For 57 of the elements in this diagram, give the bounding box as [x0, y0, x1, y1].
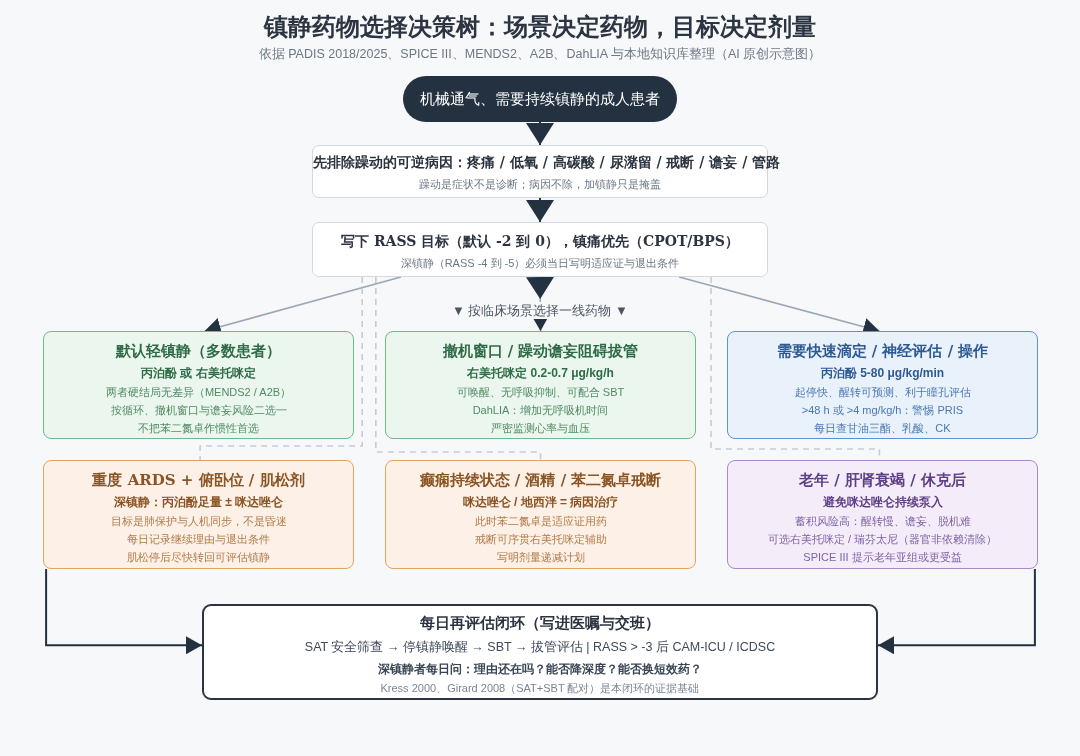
scenario-card: [727, 331, 1038, 439]
card-heading: 需要快速滴定 / 神经评估 / 操作: [776, 342, 989, 360]
start-pill: [403, 76, 677, 122]
step-note: 深镇静（RASS -4 到 -5）必须当日写明适应证与退出条件: [400, 257, 680, 269]
note-line: 按循环、撤机窗口与谵妄风险二选一: [110, 404, 287, 416]
note-line: 此时苯二氮卓是适应证用药: [474, 515, 607, 527]
subtitle: 依据 PADIS 2018/2025、SPICE III、MENDS2、A2B、DahLIA 与本地知识库整理（AI 原创示意图）: [258, 47, 822, 61]
note-line: 每日记录继续理由与退出条件: [127, 533, 270, 545]
note-line: 起停快、醒转可预测、利于瞳孔评估: [794, 386, 971, 398]
card-heading: 癫痫持续状态 / 酒精 / 苯二氮卓戒断: [419, 471, 662, 489]
card-heading: 老年 / 肝肾衰竭 / 休克后: [799, 471, 966, 489]
note-line: DahLIA：增加无呼吸机时间: [472, 404, 609, 416]
note-line: SPICE III 提示老年亚组或更受益: [803, 551, 962, 563]
arrow: [526, 276, 554, 332]
note-line: 严密监测心率与血压: [491, 422, 590, 434]
scenario-card: [727, 460, 1038, 569]
step-heading: 写下 RASS 目标（默认 -2 到 0），镇痛优先（CPOT/BPS）: [341, 233, 739, 249]
step-heading: 先排除躁动的可逆病因：疼痛 / 低氧 / 高碳酸 / 尿潴留 / 戒断 / 谵妄 / 管路: [313, 154, 781, 170]
note-line: 不把苯二氮卓作惯性首选: [138, 422, 259, 434]
note-line: 戒断可序贯右美托咪定辅助: [474, 533, 607, 545]
daily-question: 深镇静者每日问：理由还在吗？能否降深度？能否换短效药？: [378, 662, 702, 676]
arrow: [526, 197, 554, 223]
connector-line: [375, 276, 542, 461]
scenario-card: [43, 331, 354, 439]
step-note: 躁动是症状不是诊断；病因不除，加镇静只是掩盖: [419, 178, 661, 190]
step-sequence: SAT 安全筛查 → 停镇静唤醒 → SBT → 拔管评估 | RASS > -3 后 CAM-ICU / ICDSC: [304, 640, 776, 654]
loop-heading: 每日再评估闭环（写进医嘱与交班）: [420, 614, 660, 632]
drug-line: 深镇静：丙泊酚足量 ± 咪达唑仑: [113, 495, 284, 509]
note-line: 每日查甘油三酯、乳酸、CK: [814, 422, 951, 434]
scenario-card: [43, 460, 354, 569]
arrow: [45, 568, 203, 655]
scenario-card: [385, 331, 696, 439]
process-box: [312, 222, 768, 277]
arrow: [526, 121, 554, 146]
drug-line: 避免咪达唑仑持续泵入: [822, 495, 943, 509]
drug-line: 咪达唑仑 / 地西泮 = 病因治疗: [462, 495, 619, 509]
arrow: [877, 568, 1036, 655]
note-line: 可唤醒、无呼吸抑制、可配合 SBT: [456, 386, 625, 398]
note-line: 可选右美托咪定 / 瑞芬太尼（器官非依赖清除）: [767, 533, 998, 545]
note-line: 写明剂量递减计划: [496, 551, 585, 563]
card-heading: 重度 ARDS + 俯卧位 / 肌松剂: [92, 471, 305, 489]
note-line: 蓄积风险高：醒转慢、谵妄、脱机难: [794, 515, 971, 527]
note-line: 两者硬结局无差异（MENDS2 / A2B）: [105, 386, 292, 398]
loop-box: [202, 604, 878, 700]
evidence-note: Kress 2000、Girard 2008（SAT+SBT 配对）是本闭环的证据基础: [380, 682, 700, 694]
connector-line: [199, 276, 363, 461]
note-line: 肌松停后尽快转回可评估镇静: [127, 551, 270, 563]
drug-line: 丙泊酚 或 右美托咪定: [141, 366, 256, 380]
drug-line: 右美托咪定 0.2-0.7 μg/kg/h: [467, 366, 614, 380]
title: 镇静药物选择决策树：场景决定药物，目标决定剂量: [264, 12, 816, 41]
note-line: >48 h 或 >4 mg/kg/h：警惕 PRIS: [801, 404, 964, 416]
card-heading: 撤机窗口 / 躁动谵妄阻碍拔管: [442, 342, 639, 360]
note-line: 目标是肺保护与人机同步，不是昏迷: [110, 515, 287, 527]
scenario-card: [385, 460, 696, 569]
card-heading: 默认轻镇静（多数患者）: [116, 342, 281, 360]
drug-line: 丙泊酚 5-80 μg/kg/min: [820, 366, 945, 380]
node-title: 机械通气、需要持续镇静的成人患者: [420, 90, 660, 108]
